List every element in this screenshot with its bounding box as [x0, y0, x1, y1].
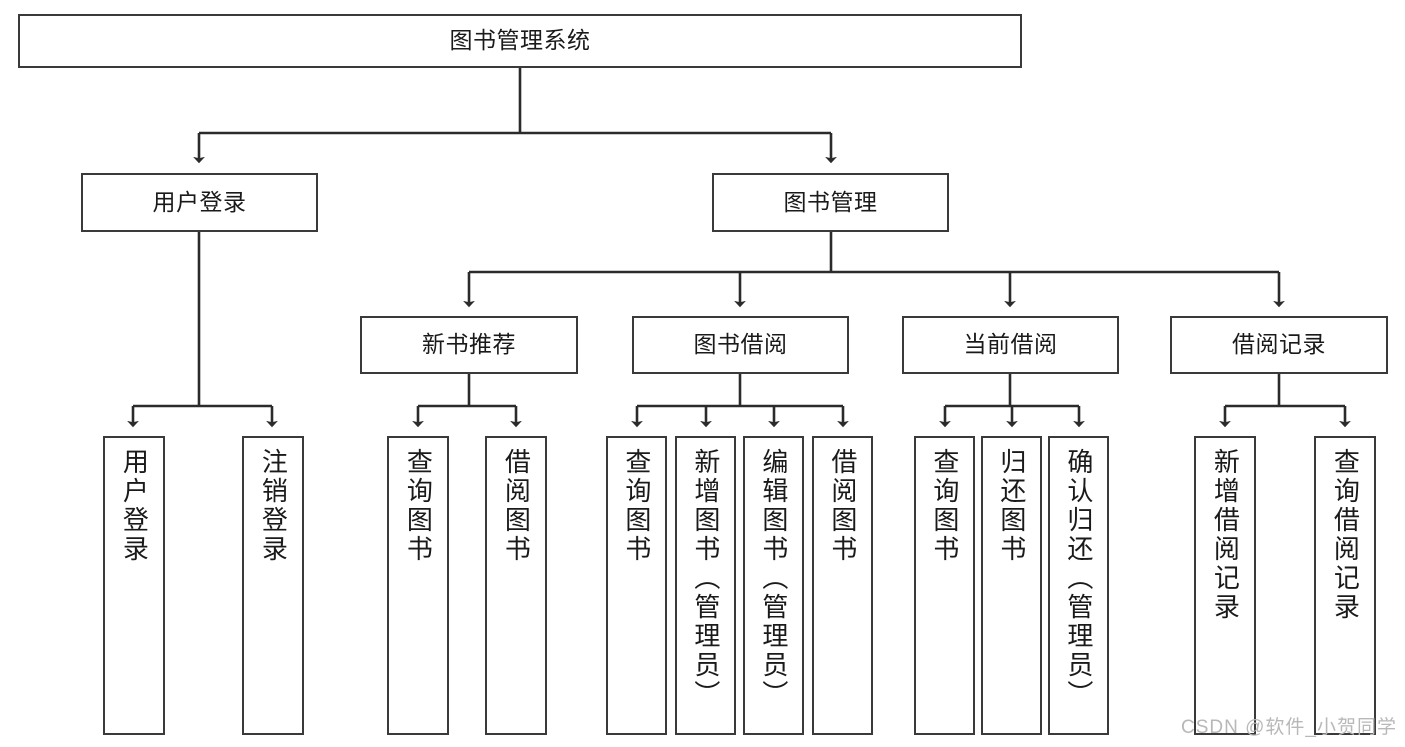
- node-label: 新书推荐: [422, 331, 516, 358]
- node-label: 借阅图书: [501, 448, 532, 564]
- node-label: 用户登录: [119, 448, 150, 564]
- node-label: 新增图书（管理员）: [690, 448, 721, 709]
- leaf-return-books[interactable]: 归还图书: [981, 436, 1042, 735]
- node-label: 新增借阅记录: [1210, 448, 1241, 622]
- node-new-book-recommend[interactable]: 新书推荐: [360, 316, 578, 374]
- node-current-borrow[interactable]: 当前借阅: [902, 316, 1119, 374]
- leaf-add-book-admin[interactable]: 新增图书（管理员）: [675, 436, 736, 735]
- leaf-borrow-books-recommend[interactable]: 借阅图书: [485, 436, 547, 735]
- node-user-login[interactable]: 用户登录: [81, 173, 318, 232]
- node-label: 注销登录: [258, 448, 289, 564]
- node-label: 归还图书: [996, 448, 1027, 564]
- node-label: 借阅图书: [827, 448, 858, 564]
- node-label: 查询图书: [929, 448, 960, 564]
- leaf-logout[interactable]: 注销登录: [242, 436, 304, 735]
- leaf-query-books-current[interactable]: 查询图书: [914, 436, 975, 735]
- node-label: 用户登录: [152, 188, 247, 215]
- node-label: 图书管理系统: [449, 27, 591, 54]
- leaf-add-borrow-record[interactable]: 新增借阅记录: [1194, 436, 1256, 735]
- node-label: 查询图书: [621, 448, 652, 564]
- node-label: 借阅记录: [1232, 331, 1326, 358]
- node-label: 确认归还（管理员）: [1063, 448, 1094, 709]
- node-label: 当前借阅: [963, 331, 1058, 358]
- leaf-query-books-recommend[interactable]: 查询图书: [387, 436, 449, 735]
- node-book-management[interactable]: 图书管理: [712, 173, 949, 232]
- watermark-text: CSDN @软件_小贺同学: [1181, 717, 1397, 738]
- node-root-system[interactable]: 图书管理系统: [18, 14, 1022, 68]
- leaf-query-borrow-record[interactable]: 查询借阅记录: [1314, 436, 1376, 735]
- node-borrow-records[interactable]: 借阅记录: [1170, 316, 1388, 374]
- node-label: 图书借阅: [693, 331, 788, 358]
- leaf-edit-book-admin[interactable]: 编辑图书（管理员）: [743, 436, 804, 735]
- leaf-query-books-borrow[interactable]: 查询图书: [606, 436, 667, 735]
- node-label: 查询图书: [403, 448, 434, 564]
- node-label: 图书管理: [783, 188, 878, 215]
- node-label: 编辑图书（管理员）: [758, 448, 789, 709]
- node-book-borrow[interactable]: 图书借阅: [632, 316, 849, 374]
- node-label: 查询借阅记录: [1330, 448, 1361, 622]
- leaf-user-login[interactable]: 用户登录: [103, 436, 165, 735]
- leaf-borrow-books[interactable]: 借阅图书: [812, 436, 873, 735]
- leaf-confirm-return-admin[interactable]: 确认归还（管理员）: [1048, 436, 1109, 735]
